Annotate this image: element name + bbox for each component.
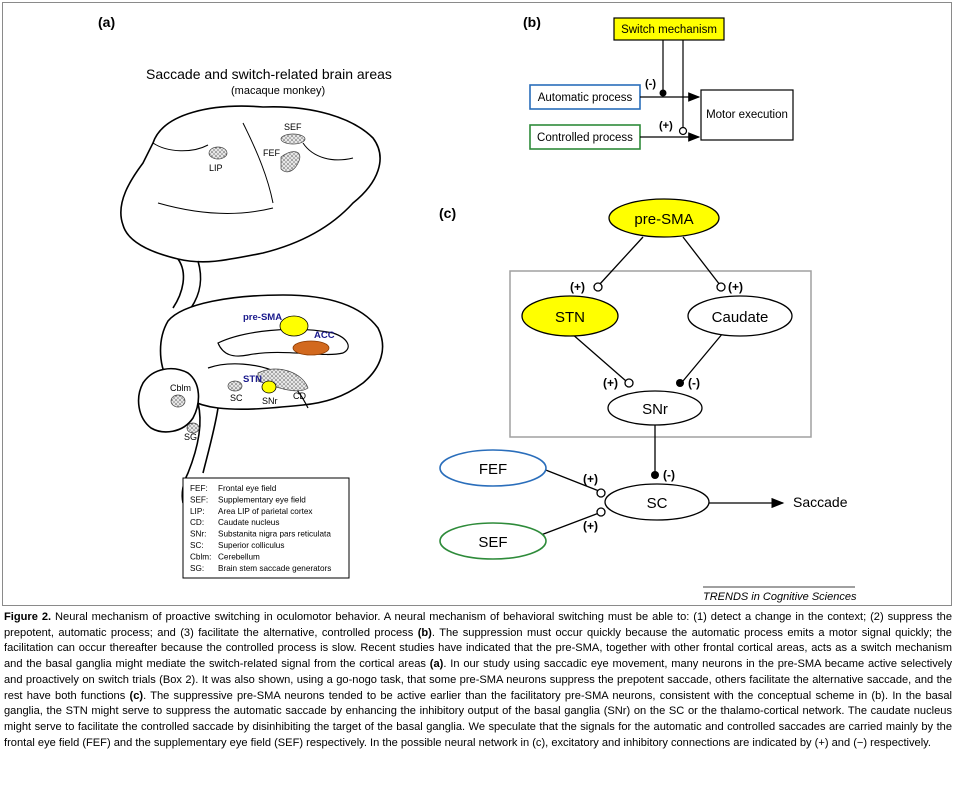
node-stn: [521, 295, 619, 337]
caption-ref-a: (a): [429, 658, 444, 671]
figure-frame: (a) Saccade and switch-related brain are…: [2, 2, 952, 606]
legend-description: Superior colliculus: [218, 541, 284, 550]
node-stn-label: STN: [555, 309, 585, 326]
pre-sma-area: [279, 315, 309, 337]
sign-sef-sc: (+): [583, 519, 598, 533]
label-cd: CD: [293, 391, 306, 401]
sign-stn-snr: (+): [603, 376, 618, 390]
switch-mechanism-box: [613, 17, 725, 41]
node-sc-label: SC: [647, 495, 668, 512]
panel-b-connections: [640, 40, 701, 142]
caption-text-2: . The suppression must occur quickly bec…: [4, 626, 952, 671]
legend-description: Supplementary eye field: [218, 495, 306, 504]
sign-snr-sc: (-): [663, 468, 675, 482]
node-sef-label: SEF: [478, 534, 507, 551]
motor-execution-box: [700, 89, 794, 141]
caption-text-4: . The suppressive pre-SMA neurons tended…: [4, 689, 952, 749]
label-pre-sma: pre-SMA: [243, 312, 282, 323]
sign-presma-stn: (+): [570, 280, 585, 294]
caption-text-1: Neural mechanism of proactive switching …: [4, 611, 952, 639]
saccade-output-label: Saccade: [793, 494, 848, 510]
cblm-area: [170, 394, 186, 408]
panel-b-label: (b): [523, 14, 541, 30]
node-fef-label: FEF: [479, 461, 507, 478]
legend-abbr: Cblm:: [190, 552, 211, 561]
medial-brain-drawing: [137, 294, 384, 504]
legend-description: Substanita nigra pars reticulata: [218, 530, 331, 539]
node-sef: [439, 522, 547, 560]
acc-area: [292, 340, 330, 356]
snr-sc-terminal: [651, 471, 659, 479]
legend-description: Frontal eye field: [218, 484, 277, 493]
panel-c-label: (c): [439, 205, 456, 221]
caption-label: Figure 2.: [4, 611, 52, 623]
excitatory-terminal: [678, 126, 688, 136]
node-sc: [604, 483, 710, 521]
legend-abbr: SNr:: [190, 530, 206, 539]
node-snr: [607, 390, 703, 426]
caption-ref-c: (c): [129, 689, 144, 702]
caudate-snr-terminal: [676, 379, 684, 387]
lip-area: [208, 146, 228, 160]
legend-description: Cerebellum: [218, 552, 260, 561]
legend-abbr: SG:: [190, 564, 204, 573]
presma-caudate-terminal: [716, 282, 726, 292]
legend-abbr: SC:: [190, 541, 204, 550]
label-fef: FEF: [263, 148, 281, 158]
sign-presma-caudate: (+): [728, 280, 743, 294]
figure-canvas: (a) Saccade and switch-related brain are…: [98, 14, 857, 603]
sg-area: [186, 422, 200, 434]
node-caudate: [687, 295, 793, 337]
node-pre-sma-label: pre-SMA: [634, 211, 693, 228]
journal-credit: TRENDS in Cognitive Sciences: [703, 591, 857, 603]
automatic-process-label: Automatic process: [538, 92, 633, 104]
sef-area: [280, 133, 306, 145]
sc-area: [227, 380, 243, 392]
switch-mechanism-label: Switch mechanism: [621, 24, 717, 36]
label-stn: STN: [243, 374, 262, 385]
panel-b-excit-sign: (+): [659, 120, 673, 132]
panel-a-title: Saccade and switch-related brain areas: [146, 66, 392, 82]
inhibitory-terminal: [659, 89, 667, 97]
stn-area: [261, 380, 277, 394]
motor-execution-label: Motor execution: [706, 109, 788, 121]
lateral-brain-drawing: [120, 105, 381, 309]
node-caudate-label: Caudate: [712, 309, 769, 326]
label-acc: ACC: [314, 330, 335, 341]
node-pre-sma: [608, 198, 720, 238]
abbreviation-legend: [182, 477, 350, 579]
label-sef: SEF: [284, 122, 302, 132]
legend-abbr: SEF:: [190, 495, 208, 504]
caption-ref-b: (b): [417, 626, 432, 639]
label-sc: SC: [230, 393, 243, 403]
fef-sc-terminal: [596, 488, 606, 498]
node-snr-label: SNr: [642, 401, 668, 418]
label-snr: SNr: [262, 396, 278, 406]
controlled-process-label: Controlled process: [537, 132, 633, 144]
panel-b-inhib-sign: (-): [645, 78, 656, 90]
legend-description: Area LIP of parietal cortex: [218, 507, 313, 516]
legend-description: Brain stem saccade generators: [218, 564, 331, 573]
label-lip: LIP: [209, 163, 223, 173]
panel-a-label: (a): [98, 14, 115, 30]
presma-stn-terminal: [593, 282, 603, 292]
fef-area: [280, 151, 301, 173]
sef-sc-terminal: [596, 507, 606, 517]
panel-a-subtitle: (macaque monkey): [231, 85, 325, 97]
sign-caudate-snr: (-): [688, 376, 700, 390]
legend-abbr: FEF:: [190, 484, 208, 493]
legend-abbr: LIP:: [190, 507, 205, 516]
legend-description: Caudate nucleus: [218, 518, 279, 527]
node-fef: [439, 449, 547, 487]
sign-fef-sc: (+): [583, 472, 598, 486]
label-cblm: Cblm: [170, 383, 191, 393]
basal-ganglia-box: [509, 270, 812, 438]
figure-caption: Figure 2. Neural mechanism of proactive …: [4, 610, 952, 751]
stn-snr-terminal: [624, 378, 634, 388]
caption-text-3: . In our study using saccadic eye moveme…: [4, 658, 952, 702]
label-sg: SG: [184, 432, 197, 442]
legend-abbr: CD:: [190, 518, 204, 527]
